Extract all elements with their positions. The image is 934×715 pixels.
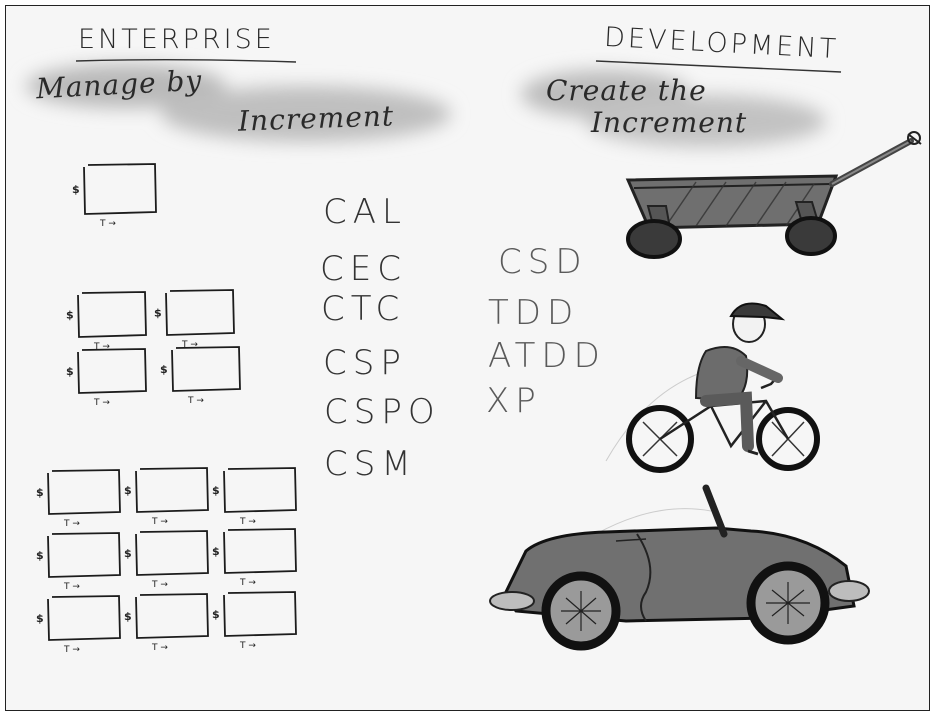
chart-frame — [77, 348, 147, 394]
chart-x-label: T → — [239, 517, 256, 527]
development-subtitle-line1: Create the — [546, 74, 707, 107]
chart-x-label: T → — [99, 219, 116, 229]
cert-atdd: ATDD — [488, 336, 606, 376]
development-subtitle-line2: Increment — [591, 106, 748, 139]
chart-y-label: $ — [124, 547, 132, 560]
chart-y-label: $ — [72, 183, 80, 196]
increment-chart: $ T → — [72, 163, 157, 229]
convertible-car-drawing — [489, 484, 870, 651]
development-underline — [595, 60, 842, 73]
chart-y-label: $ — [66, 365, 74, 378]
chart-x-label: T → — [63, 519, 80, 529]
chart-y-label: $ — [160, 363, 168, 376]
cert-csd: CSD — [498, 242, 588, 282]
cert-csp: CSP — [323, 343, 407, 383]
increment-chart: $ T → — [160, 346, 241, 406]
increment-chart: $ T → — [66, 348, 147, 408]
increment-chart: $ T → — [36, 595, 121, 655]
cert-tdd: TDD — [488, 293, 580, 333]
chart-y-label: $ — [66, 309, 74, 322]
cert-xp: XP — [486, 381, 542, 421]
chart-x-label: T → — [187, 396, 204, 406]
chart-x-label: T → — [239, 641, 256, 651]
chart-frame — [165, 289, 235, 336]
chart-frame — [223, 591, 297, 637]
chart-x-label: T → — [63, 645, 80, 655]
increment-chart: $ T → — [36, 469, 121, 529]
chart-frame — [223, 467, 297, 513]
chart-frame — [135, 593, 209, 639]
chart-y-label: $ — [154, 307, 162, 320]
chart-y-label: $ — [36, 612, 44, 625]
increment-chart: $ T → — [212, 467, 297, 527]
cert-csm: CSM — [324, 444, 417, 484]
chart-x-label: T → — [93, 342, 110, 352]
chart-frame — [83, 163, 157, 215]
chart-x-label: T → — [151, 643, 168, 653]
cert-cspo: CSPO — [324, 392, 441, 432]
chart-frame — [47, 595, 121, 641]
chart-frame — [47, 532, 121, 578]
chart-y-label: $ — [212, 545, 220, 558]
wash-development — [521, 70, 826, 147]
chart-x-label: T → — [151, 580, 168, 590]
increment-chart: $ T → — [124, 467, 209, 527]
cert-ctc: CTC — [321, 289, 406, 329]
enterprise-heading: ENTERPRISE — [78, 24, 275, 55]
cert-cal: CAL — [323, 192, 407, 232]
enterprise-subtitle-line2: Increment — [237, 99, 395, 138]
increment-charts: $ T → $ T → $ T → $ T → $ T → $ T → $ T → $ T → $ T → $ T →… — [36, 163, 297, 655]
chart-frame — [77, 291, 147, 338]
whiteboard-sketch: $ T → $ T → $ T → $ T → $ T → $ T → $ T → $ T → $ T → $ T →… — [5, 5, 930, 711]
chart-x-label: T → — [93, 398, 110, 408]
chart-frame — [135, 467, 209, 513]
wash-enterprise — [26, 64, 451, 142]
increment-chart: $ T → — [36, 532, 121, 592]
increment-chart: $ T → — [154, 289, 235, 350]
enterprise-underline — [75, 59, 297, 63]
chart-y-label: $ — [124, 610, 132, 623]
increment-chart: $ T → — [66, 291, 147, 352]
chart-y-label: $ — [36, 486, 44, 499]
chart-frame — [47, 469, 121, 515]
chart-x-label: T → — [239, 578, 256, 588]
chart-x-label: T → — [63, 582, 80, 592]
increment-chart: $ T → — [212, 591, 297, 651]
chart-y-label: $ — [212, 608, 220, 621]
sketch-canvas: $ T → $ T → $ T → $ T → $ T → $ T → $ T → $ T → $ T → $ T →… — [26, 59, 922, 655]
chart-frame — [171, 346, 241, 392]
increment-chart: $ T → — [124, 593, 209, 653]
chart-x-label: T → — [151, 517, 168, 527]
chart-frame — [223, 528, 297, 574]
increment-chart: $ T → — [212, 528, 297, 588]
chart-y-label: $ — [124, 484, 132, 497]
chart-frame — [135, 530, 209, 576]
chart-y-label: $ — [36, 549, 44, 562]
bicycle-rider-drawing — [605, 302, 820, 473]
wagon-drawing — [625, 131, 922, 259]
chart-y-label: $ — [212, 484, 220, 497]
increment-chart: $ T → — [124, 530, 209, 590]
chart-x-label: T → — [181, 340, 198, 350]
cert-cec: CEC — [320, 249, 407, 289]
